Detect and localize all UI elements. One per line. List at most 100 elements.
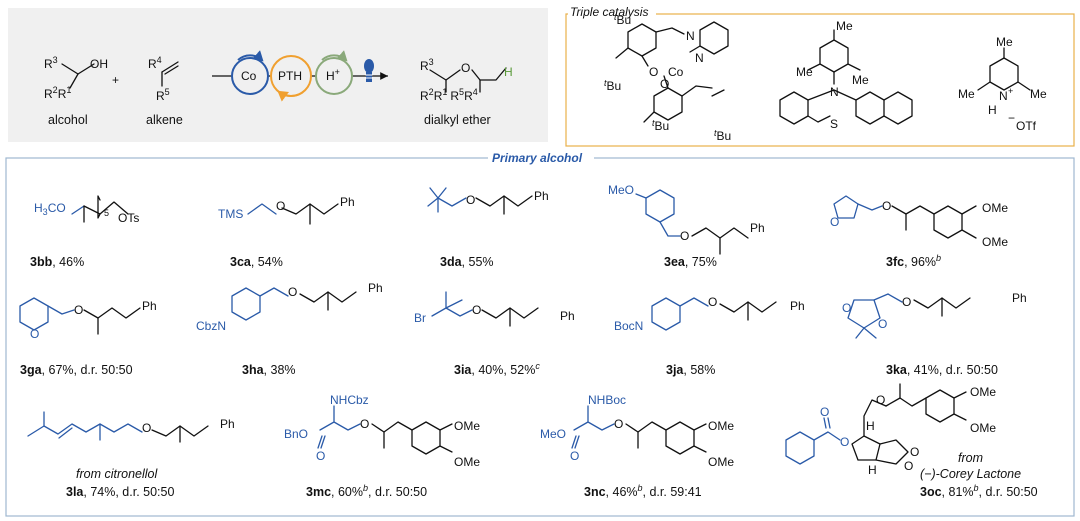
bocn-label: BocN xyxy=(614,319,643,333)
structure-3ia: Br O Ph xyxy=(414,291,575,327)
ph-3ia: Ph xyxy=(560,309,575,323)
pth-me-2: Me xyxy=(796,65,813,79)
reaction-panel: R3 OH R2R1 alcohol + R4 R5 alkene Co PTH xyxy=(8,8,548,142)
dioxolane-o-2: O xyxy=(878,317,887,331)
pth-s: S xyxy=(830,117,838,131)
col-h: H xyxy=(988,103,997,117)
structure-3ha: CbzN O Ph xyxy=(196,281,383,333)
co-label: Co xyxy=(241,69,257,83)
compound-label-3ia: 3ia, 40%, 52%c xyxy=(454,361,540,377)
salen-co: Co xyxy=(668,65,684,79)
triple-catalysis-title: Triple catalysis xyxy=(570,5,648,19)
note-3la: from citronellol xyxy=(76,467,158,481)
ph-3ea: Ph xyxy=(750,221,765,235)
note-3oc-1: from xyxy=(958,451,983,465)
ome-3fc-2: OMe xyxy=(982,235,1008,249)
alcohol-label: alcohol xyxy=(48,113,88,127)
pth-me-1: Me xyxy=(836,19,853,33)
furan-o: O xyxy=(830,215,839,229)
tbu-label-2: tBu xyxy=(604,78,621,93)
co-cycle-arrow xyxy=(237,50,264,62)
compound-labels: 3bb, 46% 3ca, 54% 3da, 55% 3ea, 75% 3fc,… xyxy=(20,253,1038,499)
benzoate-o-2: O xyxy=(840,435,849,449)
primary-alcohol-title: Primary alcohol xyxy=(492,151,583,165)
compound-label-3fc: 3fc, 96%b xyxy=(886,253,941,269)
compound-label-3ka: 3ka, 41%, d.r. 50:50 xyxy=(886,363,998,377)
structure-3oc: O O O O O H H OMe OMe xyxy=(785,383,996,477)
alcohol-r3: R3 xyxy=(44,55,58,71)
compound-label-3ha: 3ha, 38% xyxy=(242,363,296,377)
h-3oc-1: H xyxy=(866,419,875,433)
salen-o-2: O xyxy=(660,77,669,91)
pth-label: PTH xyxy=(278,69,302,83)
chain-length-5: 5 xyxy=(104,208,109,218)
ester-o-3nc: O xyxy=(570,449,579,463)
ome-3oc-2: OMe xyxy=(970,421,996,435)
nhcbz-label: NHCbz xyxy=(330,393,369,407)
cbzn-label: CbzN xyxy=(196,319,226,333)
lactone-o-1: O xyxy=(904,459,913,473)
ether-o-3ca: O xyxy=(276,199,285,213)
ph-3da: Ph xyxy=(534,189,549,203)
ome-3mc-2: OMe xyxy=(454,455,480,469)
col-minus: − xyxy=(1008,111,1015,125)
col-me-1: Me xyxy=(996,35,1013,49)
structure-3da: O Ph xyxy=(427,187,549,215)
salen-n-2: N xyxy=(695,51,704,65)
tms-label: TMS xyxy=(218,207,243,221)
ots-label: OTs xyxy=(118,211,139,225)
salen-o-1: O xyxy=(649,65,658,79)
alkene-r4: R4 xyxy=(148,55,162,71)
structure-3ea: MeO O Ph xyxy=(608,183,765,255)
ester-o-3mc: O xyxy=(316,449,325,463)
ome-3nc-2: OMe xyxy=(708,455,734,469)
structure-3la: O Ph xyxy=(27,411,235,443)
primary-alcohol-panel: Primary alcohol xyxy=(5,151,1075,517)
tbu-label-3: tBu xyxy=(652,118,669,133)
compound-label-3nc: 3nc, 46%b, d.r. 59:41 xyxy=(584,483,702,499)
ether-o-3la: O xyxy=(142,421,151,435)
pth-n: N xyxy=(830,85,839,99)
ph-3ja: Ph xyxy=(790,299,805,313)
h3co-label: H3CO xyxy=(34,201,66,217)
h-cycle-arrow xyxy=(321,50,348,62)
ether-o-3ia: O xyxy=(472,303,481,317)
compound-label-3da: 3da, 55% xyxy=(440,255,494,269)
ether-o-3ga: O xyxy=(74,303,83,317)
ph-3ga: Ph xyxy=(142,299,157,313)
br-label: Br xyxy=(414,311,426,325)
meo-3ea: MeO xyxy=(608,183,634,197)
ome-3fc-1: OMe xyxy=(982,201,1008,215)
col-me-2: Me xyxy=(958,87,975,101)
ether-o-3ha: O xyxy=(288,285,297,299)
compound-label-3la: 3la, 74%, d.r. 50:50 xyxy=(66,485,174,499)
pth-cycle: PTH xyxy=(270,55,312,102)
product-r3: R3 xyxy=(420,57,434,73)
h-cycle: H+ xyxy=(315,50,353,95)
col-me-3: Me xyxy=(1030,87,1047,101)
h-cycle-ring xyxy=(315,57,353,95)
primary-alcohol-frame xyxy=(5,157,1075,517)
h-plus-label: H+ xyxy=(326,67,340,83)
ether-o-3mc: O xyxy=(360,417,369,431)
tbu-label-1: tBu xyxy=(614,12,631,27)
compound-label-3oc: 3oc, 81%b, d.r. 50:50 xyxy=(920,483,1038,499)
col-n: N xyxy=(999,89,1008,103)
collidinium-triflate: Me Me Me N + H − OTf xyxy=(958,35,1047,133)
co-salen-catalyst: tBu tBu tBu tBu N N O O Co xyxy=(604,12,731,143)
triple-catalysis-panel: Triple catalysis tBu tBu tBu tBu N N O O… xyxy=(565,5,1075,147)
ether-o-3oc: O xyxy=(876,393,885,407)
ph-3ka: Ph xyxy=(1012,291,1027,305)
product-o: O xyxy=(461,61,470,75)
compound-label-3mc: 3mc, 60%b, d.r. 50:50 xyxy=(306,483,427,499)
dioxolane-o-1: O xyxy=(842,301,851,315)
ome-3nc-1: OMe xyxy=(708,419,734,433)
structure-3bb: H3CO 5 OTs xyxy=(34,195,139,225)
pth-me-3: Me xyxy=(852,73,869,87)
col-otf: OTf xyxy=(1016,119,1037,133)
ome-3oc-1: OMe xyxy=(970,385,996,399)
compound-label-3ga: 3ga, 67%, d.r. 50:50 xyxy=(20,363,133,377)
